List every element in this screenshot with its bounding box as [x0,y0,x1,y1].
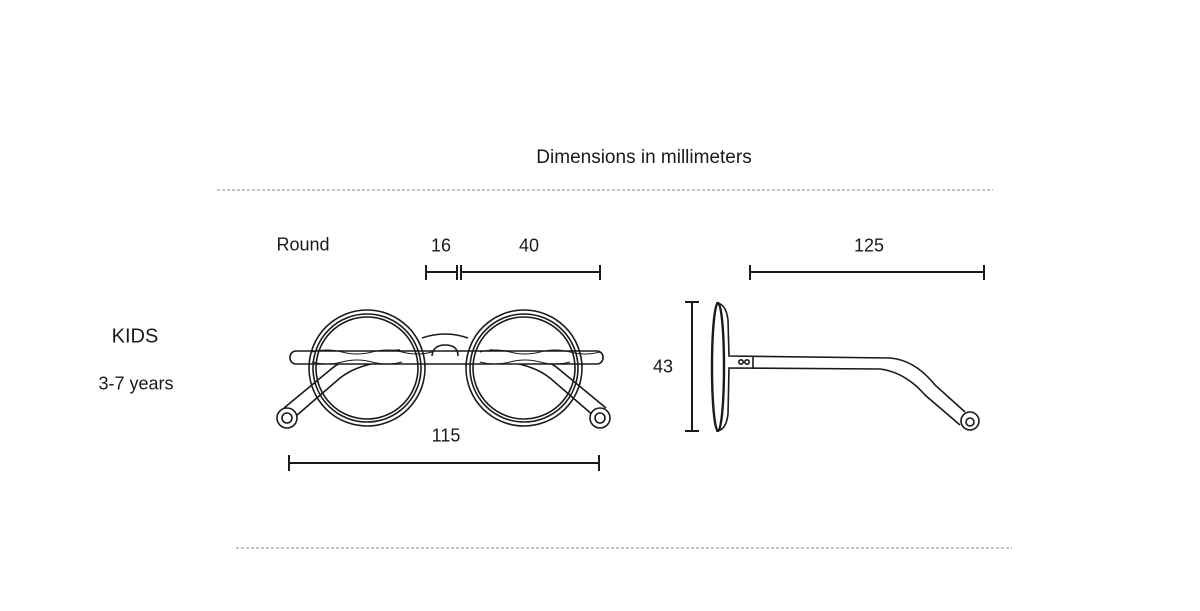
front-view-glasses [276,309,611,429]
side-view-glasses [710,301,980,433]
lens-width-value: 40 [518,235,540,256]
bridge-width-value: 16 [430,235,452,256]
diagram-title: Dimensions in millimeters [536,147,752,168]
total-width-dimension-bar [288,455,600,471]
total-width-value: 115 [431,425,461,446]
age-range-label: 3-7 years [98,373,174,394]
lens-height-value: 43 [652,356,674,377]
height-dimension-bar [685,301,699,432]
category-label: KIDS [111,325,159,348]
lens-width-dimension-bar [460,265,601,280]
shape-label: Round [276,234,330,255]
temple-length-dimension-bar [749,265,985,280]
temple-length-value: 125 [853,235,885,256]
bridge-dimension-bar [425,265,458,280]
